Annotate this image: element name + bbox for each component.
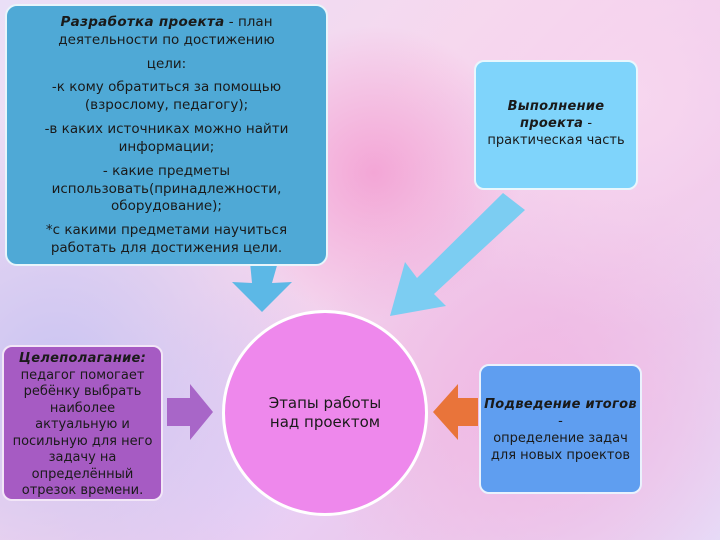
results-text: определение задач для новых проектов <box>490 431 631 464</box>
results-title-rest: - <box>558 414 563 430</box>
development-item-1: -к кому обратиться за помощью (взрослому… <box>51 79 282 114</box>
results-heading: Подведение итогов - <box>481 396 640 430</box>
goal-setting-box: Целеполагание: педагог помогает ребёнку … <box>2 345 163 501</box>
development-item-4: *с какими предметами научиться работать … <box>45 222 288 256</box>
arrow-execution-to-center <box>390 193 525 316</box>
center-label: Этапы работы над проектом <box>268 394 382 431</box>
development-box: Разработка проекта - план деятельности п… <box>5 4 328 266</box>
arrow-goal-to-center <box>167 384 213 440</box>
execution-heading: Выполнение проекта - <box>476 98 636 132</box>
execution-box: Выполнение проекта - практическая часть <box>474 60 638 190</box>
execution-title-rest: - <box>583 116 593 132</box>
development-item-2: -в каких источниках можно найти информац… <box>44 121 289 155</box>
goal-setting-text: педагог помогает ребёнку выбрать наиболе… <box>12 367 153 499</box>
execution-text: практическая часть <box>487 133 625 149</box>
development-goal-line: цели: <box>146 55 187 72</box>
results-title: Подведение итогов <box>484 397 637 412</box>
center-circle: Этапы работы над проектом <box>222 310 428 516</box>
development-heading: Разработка проекта - план деятельности п… <box>17 14 316 50</box>
development-title: Разработка проекта <box>60 14 225 30</box>
arrow-development-to-center <box>232 262 292 312</box>
development-title-rest: - план деятельности по достижению <box>58 14 275 48</box>
execution-title: Выполнение проекта <box>507 99 605 132</box>
development-item-3: - какие предметы использовать(принадлежн… <box>51 162 282 215</box>
goal-setting-title: Целеполагание: <box>18 351 147 366</box>
results-box: Подведение итогов - определение задач дл… <box>479 364 642 494</box>
arrow-results-to-center <box>433 384 478 440</box>
